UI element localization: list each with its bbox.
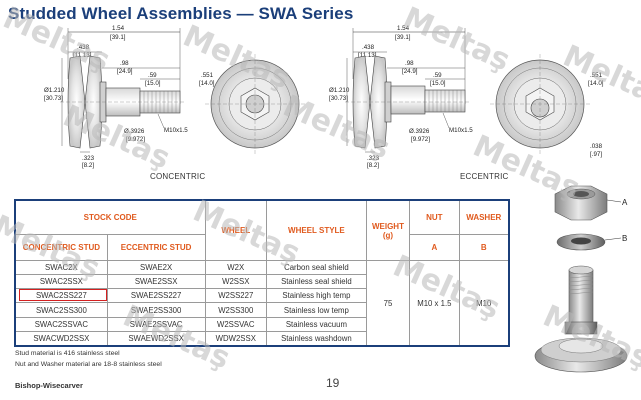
wheel-part xyxy=(534,337,628,373)
table-row: SWAC2SSVAC SWAE2SSVAC W2SSVAC Stainless … xyxy=(15,316,509,332)
ecc-dim-length: 1.54 xyxy=(397,25,410,32)
ecc-dim-hex: .551 xyxy=(590,72,603,79)
ecc-dim-bore: Ø.3926 xyxy=(409,128,430,135)
washer-part xyxy=(556,233,606,251)
dim-length: 1.54 xyxy=(112,25,125,32)
washer-sub-header: B xyxy=(458,234,510,261)
dim-offset: .038 xyxy=(590,143,603,150)
ecc-dim-length-mm: [39.1] xyxy=(395,34,411,41)
nut-sub-header: A xyxy=(409,234,460,261)
ecc-dim-bore-mm: [9.972] xyxy=(411,136,430,143)
ecc-dim-thread-spec: M10x1.5 xyxy=(449,127,473,134)
label-a: A xyxy=(622,198,628,207)
dim-hub: .438 xyxy=(77,44,90,51)
table-row: SWAC2SS300 SWAE2SS300 W2SS300 Stainless … xyxy=(15,302,509,318)
dim-thread: .59 xyxy=(148,72,157,79)
table-row: SWAC2SS227 SWAE2SS227 W2SS227 Stainless … xyxy=(15,288,509,304)
stock-code-table: STOCK CODE WHEEL WHEEL STYLE WEIGHT (g) … xyxy=(15,200,510,347)
dim-diameter-mm: [30.73] xyxy=(44,95,63,102)
ecc-dim-thread: .59 xyxy=(433,72,442,79)
weight-header: WEIGHT (g) xyxy=(365,200,411,261)
dim-hex: .551 xyxy=(201,72,214,79)
eccentric-caption: ECCENTRIC xyxy=(460,172,509,181)
ecc-dim-hex-mm: [14.0] xyxy=(588,80,604,87)
stock-code-header: STOCK CODE xyxy=(15,200,206,235)
dim-length-mm: [39.1] xyxy=(110,34,126,41)
ecc-dim-diameter: Ø1.210 xyxy=(329,87,350,94)
eccentric-side-view: 1.54 [39.1] .438 [11.13] .98 [24.9] .59 … xyxy=(329,25,473,169)
ecc-dim-width: .323 xyxy=(367,155,380,162)
dim-thread-spec: M10x1.5 xyxy=(164,127,188,134)
wheel-header: WHEEL xyxy=(204,200,268,261)
dim-stud-mm: [24.9] xyxy=(117,68,133,75)
assembly-illustration: A B xyxy=(534,185,628,373)
note-stud-material: Stud material is 416 stainless steel xyxy=(15,350,120,357)
eccentric-stud-header: ECCENTRIC STUD xyxy=(106,234,206,261)
nut-cell: M10 x 1.5 xyxy=(409,260,460,346)
ecc-dim-diameter-mm: [30.73] xyxy=(329,95,348,102)
ecc-dim-width-mm: [8.2] xyxy=(367,162,379,169)
concentric-caption: CONCENTRIC xyxy=(150,172,206,181)
dim-hub-mm: [11.13] xyxy=(73,52,92,59)
stud-part xyxy=(564,265,598,335)
dim-width-mm: [8.2] xyxy=(82,162,94,169)
dim-offset-mm: [.97] xyxy=(590,151,602,158)
ecc-dim-stud: .98 xyxy=(405,60,414,67)
dim-width: .323 xyxy=(82,155,95,162)
dim-diameter: Ø1.210 xyxy=(44,87,65,94)
dim-hex-mm: [14.0] xyxy=(199,80,215,87)
ecc-dim-thread-mm: [15.0] xyxy=(430,80,446,87)
weight-cell: 75 xyxy=(365,260,411,346)
dim-stud: .98 xyxy=(120,60,129,67)
ecc-dim-hub: .438 xyxy=(362,44,375,51)
page-title: Studded Wheel Assemblies — SWA Series xyxy=(8,4,354,23)
nut-part xyxy=(554,185,608,221)
note-nut-washer-material: Nut and Washer material are 18-8 stainle… xyxy=(15,361,162,368)
table-row: SWAC2SSX SWAE2SSX W2SSX Stainless seal s… xyxy=(15,274,509,290)
concentric-stud-header: CONCENTRIC STUD xyxy=(15,234,108,261)
ecc-dim-hub-mm: [11.13] xyxy=(358,52,377,59)
dim-bore-mm: [9.972] xyxy=(126,136,145,143)
table-row: SWACWD2SSX SWAEWD2SSX WDW2SSX Stainless … xyxy=(15,330,509,347)
dim-bore: Ø.3926 xyxy=(124,128,145,135)
label-b: B xyxy=(622,234,627,243)
highlight-box xyxy=(19,289,107,301)
wheel-style-header: WHEEL STYLE xyxy=(266,200,367,261)
concentric-side-view: 1.54 [39.1] .438 [11.13] .98 [24.9] .59 … xyxy=(44,25,188,169)
nut-header: NUT xyxy=(409,200,460,235)
dim-thread-mm: [15.0] xyxy=(145,80,161,87)
ecc-dim-stud-mm: [24.9] xyxy=(402,68,418,75)
technical-drawings: 1.54 [39.1] .438 [11.13] .98 [24.9] .59 … xyxy=(44,25,604,169)
brand-name: Bishop-Wisecarver xyxy=(15,381,83,390)
table-row: SWAC2X SWAE2X W2X Carbon seal shield 75 … xyxy=(15,259,510,346)
washer-cell: M10 xyxy=(458,260,510,346)
washer-header: WASHER xyxy=(458,200,510,235)
concentric-front-view: .551 [14.0] xyxy=(199,54,305,154)
eccentric-front-view: .551 [14.0] .038 [.97] xyxy=(490,54,604,158)
page-number: 19 xyxy=(326,376,340,390)
